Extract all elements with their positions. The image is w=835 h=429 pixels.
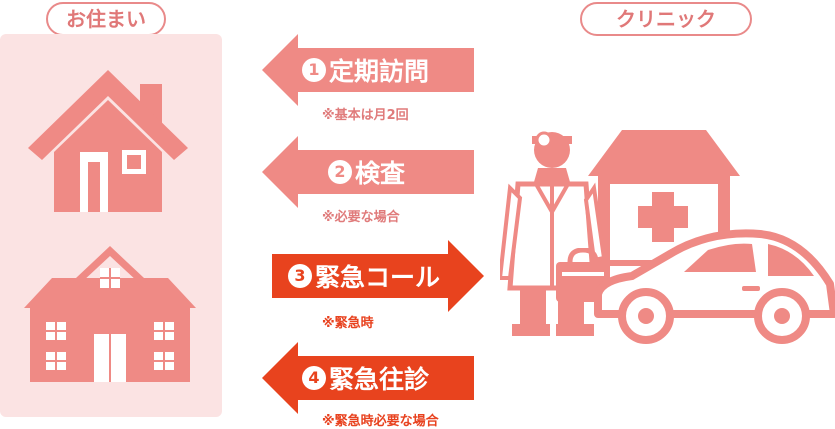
arrow-2-label: 2 検査 [328, 154, 405, 190]
arrow-4-label: 4 緊急往診 [302, 360, 429, 396]
arrow-emergency-visit [262, 342, 474, 414]
arrow-emergency-call [272, 240, 484, 312]
arrow-note: ※緊急時必要な場合 [322, 414, 439, 429]
number-badge: 2 [328, 160, 352, 184]
arrow-note: ※必要な場合 [322, 210, 400, 225]
arrow-title: 緊急コール [315, 263, 441, 292]
arrow-inspection [262, 136, 474, 208]
arrow-3-label: 3 緊急コール [288, 258, 440, 294]
arrow-title: 緊急往診 [329, 365, 430, 394]
clinic-label: クリニック [580, 2, 752, 36]
arrow-1-label: 1 定期訪問 [302, 52, 429, 88]
arrow-note: ※緊急時 [322, 316, 374, 331]
arrow-title: 検査 [355, 159, 406, 188]
number-badge: 4 [302, 366, 326, 390]
number-badge: 3 [288, 264, 312, 288]
arrow-regular-visit [262, 34, 474, 106]
car-icon [594, 229, 835, 344]
house-icon [28, 70, 188, 212]
two-story-house-icon [24, 246, 196, 382]
home-label: お住まい [46, 2, 166, 36]
arrow-note: ※基本は月2回 [322, 108, 409, 123]
arrow-title: 定期訪問 [329, 57, 430, 86]
number-badge: 1 [302, 58, 326, 82]
